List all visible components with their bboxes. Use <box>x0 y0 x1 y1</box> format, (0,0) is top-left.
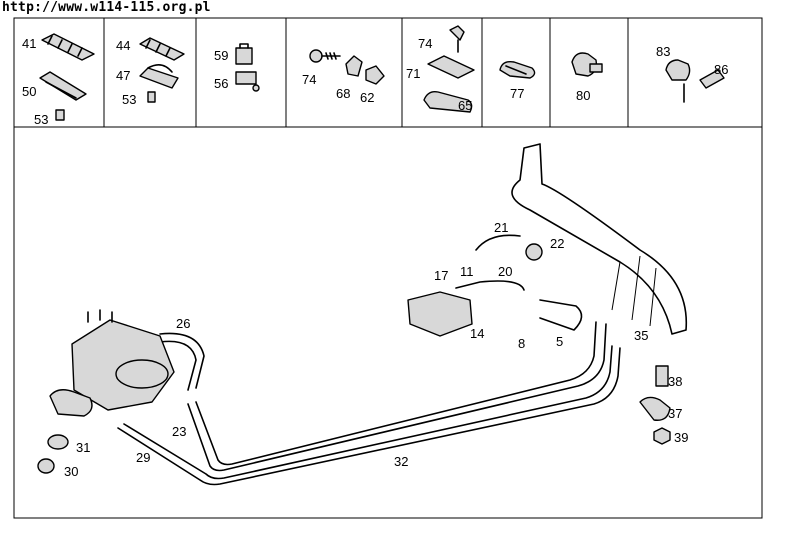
label-box5-71: 71 <box>406 66 420 81</box>
box-8-parts <box>665 59 725 103</box>
callout-30: 30 <box>64 464 78 479</box>
pump-assembly <box>407 234 583 337</box>
callout-23: 23 <box>172 424 186 439</box>
label-box8-83: 83 <box>656 44 670 59</box>
callout-5: 5 <box>556 334 563 349</box>
label-box3-59: 59 <box>214 48 228 63</box>
label-box3-56: 56 <box>214 76 228 91</box>
label-box4-62: 62 <box>360 90 374 105</box>
box-7-parts <box>571 52 603 77</box>
label-box2-47: 47 <box>116 68 130 83</box>
label-box5-74: 74 <box>418 36 432 51</box>
fuel-tank <box>511 143 688 335</box>
label-box1-50: 50 <box>22 84 36 99</box>
label-box2-53: 53 <box>122 92 136 107</box>
label-box8-86: 86 <box>714 62 728 77</box>
callout-31: 31 <box>76 440 90 455</box>
box-3-parts <box>235 43 260 92</box>
callout-14: 14 <box>470 326 484 341</box>
box-5-parts <box>423 25 475 113</box>
callout-35: 35 <box>634 328 648 343</box>
callout-39: 39 <box>674 430 688 445</box>
callout-11: 11 <box>460 264 474 279</box>
label-box5-65: 65 <box>458 98 472 113</box>
fuel-lines <box>117 321 621 486</box>
callout-32: 32 <box>394 454 408 469</box>
carburetor-assembly <box>37 309 175 474</box>
box-4-parts <box>309 49 385 85</box>
label-box1-53: 53 <box>34 112 48 127</box>
callout-8: 8 <box>518 336 525 351</box>
label-box4-74: 74 <box>302 72 316 87</box>
header-url: http://www.w114-115.org.pl <box>2 0 211 15</box>
label-box6-77: 77 <box>510 86 524 101</box>
diagram-frame <box>13 17 763 519</box>
label-box2-44: 44 <box>116 38 130 53</box>
box-1-parts <box>39 33 95 121</box>
clamp-hardware <box>639 365 671 445</box>
callout-17: 17 <box>434 268 448 283</box>
callout-20: 20 <box>498 264 512 279</box>
callout-26: 26 <box>176 316 190 331</box>
label-box4-68: 68 <box>336 86 350 101</box>
box-2-parts <box>139 37 185 103</box>
label-box7-80: 80 <box>576 88 590 103</box>
callout-22: 22 <box>550 236 564 251</box>
box-6-parts <box>499 60 536 79</box>
callout-29: 29 <box>136 450 150 465</box>
label-box1-41: 41 <box>22 36 36 51</box>
callout-21: 21 <box>494 220 508 235</box>
callout-38: 38 <box>668 374 682 389</box>
callout-37: 37 <box>668 406 682 421</box>
